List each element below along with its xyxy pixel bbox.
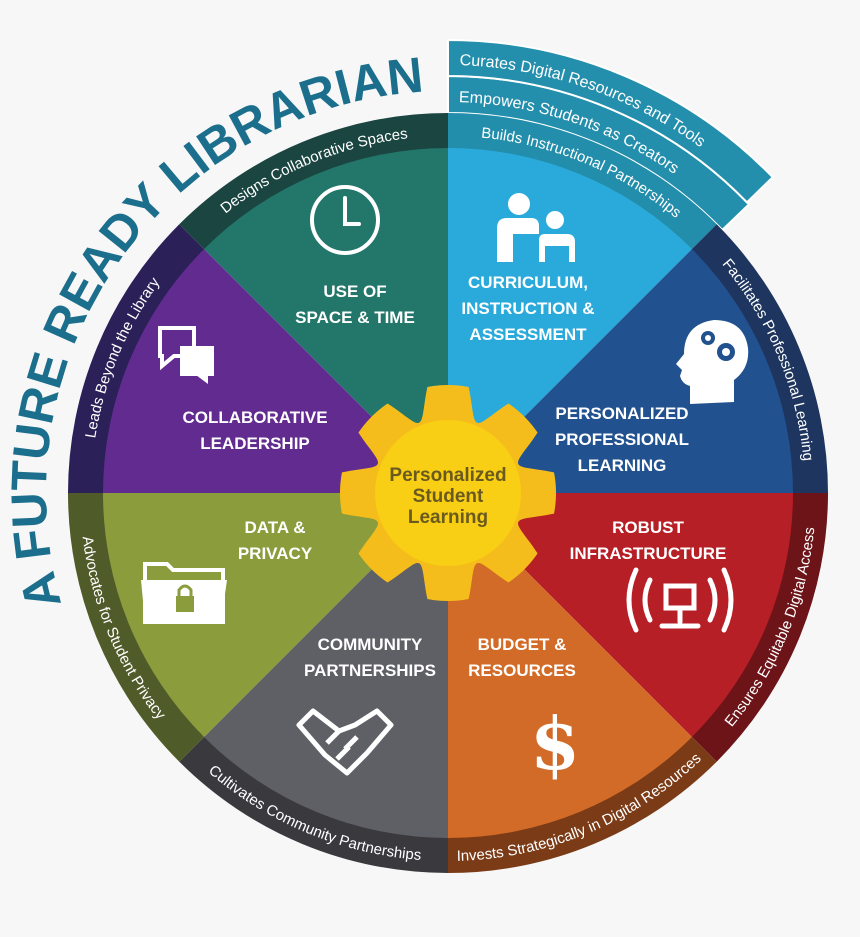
sector-label-line: ASSESSMENT [469,325,587,344]
ring-segment [691,493,828,762]
sector-label-line: SPACE & TIME [295,308,415,327]
center-label-line: Student [413,486,484,507]
ring-segment [68,224,205,494]
head-gears-icon [676,320,749,404]
sector-label-line: DATA & [244,518,305,537]
sector-label-line: LEARNING [578,456,667,475]
sector-label-line: ROBUST [612,518,684,537]
network-signal-icon [626,567,734,633]
sector-label-line: PARTNERSHIPS [304,661,436,680]
sector-label-line: COLLABORATIVE [182,408,327,427]
ring-segment [68,493,205,762]
teacher-student-icon [497,193,575,262]
sector-label-line: PROFESSIONAL [555,430,689,449]
ring-segment [448,736,717,873]
handshake-icon [296,708,394,776]
ring-segment [179,113,449,250]
sector-label-line: PRIVACY [238,544,313,563]
svg-text:$: $ [530,701,580,786]
ring-segment [179,736,449,873]
clock-icon [310,185,380,255]
sector-label-line: USE OF [323,282,386,301]
sector-label-line: BUDGET & [478,635,567,654]
center-label-line: Learning [408,507,488,528]
ring-segment [448,113,717,250]
sector-labels: CURRICULUM, INSTRUCTION & ASSESSMENT PERSON… [182,273,726,680]
sector-label-line: COMMUNITY [318,635,423,654]
ribbon-band [447,38,775,204]
center-label-line: Personalized [389,465,506,486]
sector-label-line: PERSONALIZED [555,404,688,423]
gear-inner-circle [375,420,521,566]
sector-label-line: CURRICULUM, [468,273,588,292]
sector-label-line: RESOURCES [468,661,576,680]
dollar-icon: $ [530,701,580,786]
chat-bubbles-icon [158,326,214,384]
sector-label-line: INFRASTRUCTURE [570,544,727,563]
locked-folder-icon [141,562,227,624]
ring-segment [691,224,828,494]
sector-label-line: LEADERSHIP [200,434,310,453]
sector-label-line: INSTRUCTION & [461,299,594,318]
